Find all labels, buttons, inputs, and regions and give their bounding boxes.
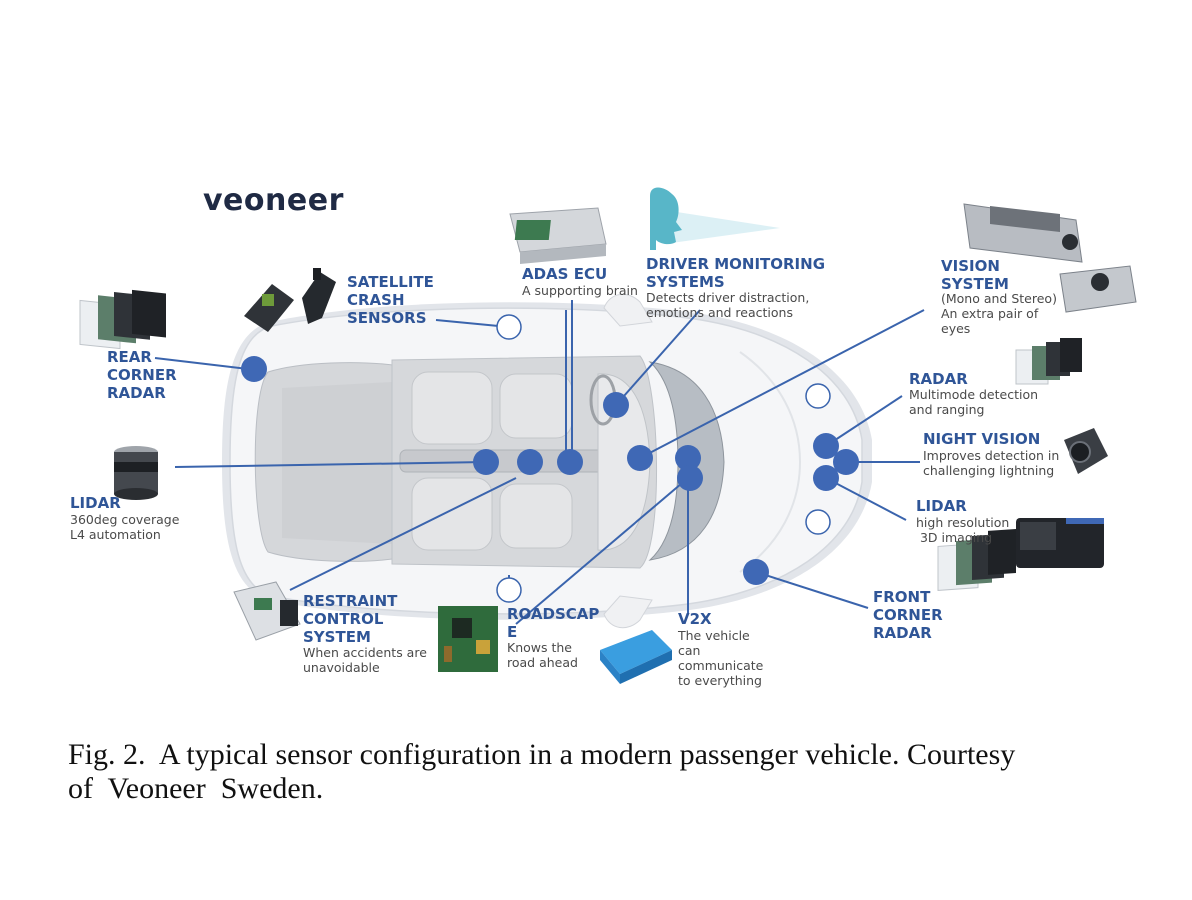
adas-ecu-icon [509,207,607,264]
dot-satellite-sensor-bottom [496,577,522,603]
lidar-front-icon [1016,518,1104,568]
dot-vision-system [627,445,653,471]
caption-line-1: Fig. 2. A typical sensor configuration i… [68,738,1016,771]
dot-driver-monitoring [603,392,629,418]
connector-lines [154,300,925,625]
vision-system-icon [963,203,1137,313]
satellite-crash-sensor-icon [244,268,336,332]
sensor-dots [241,314,859,603]
roadscape-desc: Knows the road ahead [507,640,578,670]
side-mirror-bottom [603,595,653,629]
vision-system-title: VISION SYSTEM [941,257,1009,293]
v2x-icon [600,630,672,684]
dot-lidar-rear [473,449,499,475]
lidar-front-title: LIDAR [916,497,967,515]
dot-front-top-empty [805,383,831,409]
front-corner-radar-icon [937,528,1016,591]
dot-roadscape [675,445,701,471]
rear-corner-radar-icon [79,289,166,350]
restraint-control-title: RESTRAINT CONTROL SYSTEM [303,592,398,646]
dot-night-vision [833,449,859,475]
adas-ecu-desc: A supporting brain [522,283,638,298]
driver-monitoring-title: DRIVER MONITORING SYSTEMS [646,255,826,291]
side-mirror-top [603,293,653,327]
dot-front-bottom-empty [805,509,831,535]
front-seat-left [499,373,573,439]
dot-lidar-front [813,465,839,491]
night-vision-desc: Improves detection in challenging lightn… [923,448,1060,478]
night-vision-title: NIGHT VISION [923,430,1041,448]
veoneer-logo: veoneer [203,183,344,218]
radar-icon [1015,338,1082,385]
dot-rear-corner-radar [241,356,267,382]
v2x-title: V2X [678,610,712,628]
restraint-control-desc: When accidents are unavoidable [303,645,427,675]
front-corner-radar-title: FRONT CORNER RADAR [873,588,943,642]
lidar-rear-icon [114,446,158,500]
dot-adas-ecu [557,449,583,475]
night-vision-icon [1064,428,1108,474]
car-illustration [222,293,872,629]
adas-ecu-title: ADAS ECU [522,265,608,283]
front-seat-right [499,483,573,549]
caption-line-2: of Veoneer Sweden. [68,772,324,805]
restraint-control-icon [233,581,301,641]
radar-desc: Multimode detection and ranging [909,387,1039,417]
lidar-front-desc: high resolution 3D imaging [916,515,1010,545]
rear-corner-radar-title: REAR CORNER RADAR [107,348,177,402]
rear-seat-left [411,371,493,445]
dot-restraint [517,449,543,475]
driver-monitoring-desc: Detects driver distraction, emotions and… [646,290,810,320]
lidar-rear-title: LIDAR [70,494,121,512]
center-console [399,449,621,473]
v2x-desc: The vehicle can communicate to everythin… [678,628,764,688]
satellite-crash-sensors-title: SATELLITE CRASH SENSORS [347,273,434,327]
radar-title: RADAR [909,370,968,388]
figure-caption: Fig. 2. A typical sensor configuration i… [68,738,1148,806]
dot-front-corner-radar [743,559,769,585]
roadscape-icon [438,606,498,672]
rear-seat-right [411,477,493,551]
dot-satellite-sensor-top [496,314,522,340]
dot-radar-front [813,433,839,459]
vision-system-desc: (Mono and Stereo) An extra pair of eyes [941,291,1057,336]
dot-v2x [677,465,703,491]
lidar-rear-desc: 360deg coverage L4 automation [70,512,180,542]
roadscape-title: ROADSCAP E [507,605,600,641]
driver-monitoring-icon [650,187,780,250]
